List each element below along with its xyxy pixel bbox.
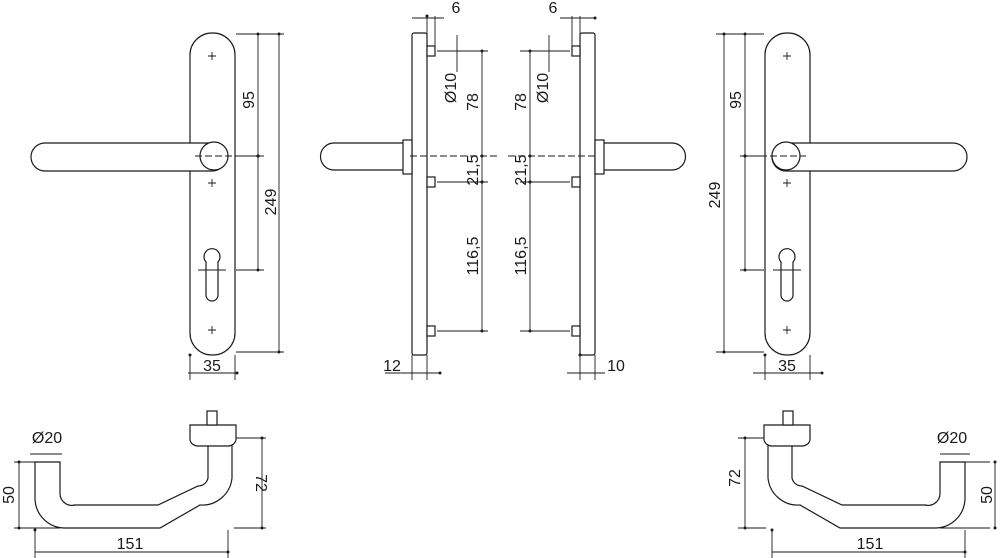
dim-35-left: 35 [203,358,221,375]
front-view-right: 95 249 35 [707,32,968,380]
dim-72-left: 72 [252,474,269,492]
dim-95-right: 95 [728,91,745,109]
dim-72-right: 72 [727,469,744,487]
dim-6-right: 6 [549,0,558,17]
dim-116-5-left: 116,5 [465,236,482,275]
dim-21-5-left: 21,5 [465,154,482,185]
top-view-right: Ø20 72 50 151 [727,410,997,558]
lever-side-right [601,142,687,171]
dim-21-5-right: 21,5 [513,154,530,185]
backplate-left [189,32,236,356]
dim-d20-left: Ø20 [32,430,62,447]
backplate-side-right [579,32,596,356]
dim-10: 10 [607,358,625,375]
backplate-side-left [411,32,428,356]
lever-top-left [34,441,233,529]
dim-78-left: 78 [465,93,482,111]
dim-151-left: 151 [117,536,144,553]
dim-12: 12 [383,358,401,375]
top-view-left: Ø20 50 72 151 [1,410,269,558]
keyhole-right [778,248,796,302]
dim-95-left: 95 [241,91,258,109]
side-view-right: 6 Ø10 78 21,5 116,5 10 [508,0,687,380]
screw-holes [208,52,216,334]
side-view-left: 6 Ø10 78 21,5 116,5 12 [319,0,500,380]
lever-top-right [767,441,966,529]
dim-d20-right: Ø20 [937,430,967,447]
dim-6-left: 6 [452,0,461,17]
dim-35-right: 35 [778,358,796,375]
dim-50-left: 50 [1,486,18,504]
dim-d10-right: Ø10 [535,73,552,103]
backplate-right [764,32,811,356]
lever-side-left [319,142,406,171]
front-view-left: 95 249 35 [30,32,284,380]
dim-d10-left: Ø10 [443,73,460,103]
keyhole-left [203,248,221,302]
dim-78-right: 78 [513,93,530,111]
dim-249-left: 249 [263,189,280,216]
dim-151-right: 151 [857,536,884,553]
dim-116-5-right: 116,5 [513,236,530,275]
dim-50-right: 50 [979,486,996,504]
rosette-left [199,141,229,171]
lever-handle-left [30,142,227,172]
dim-249-right: 249 [707,182,724,209]
lever-handle-right [771,142,968,172]
